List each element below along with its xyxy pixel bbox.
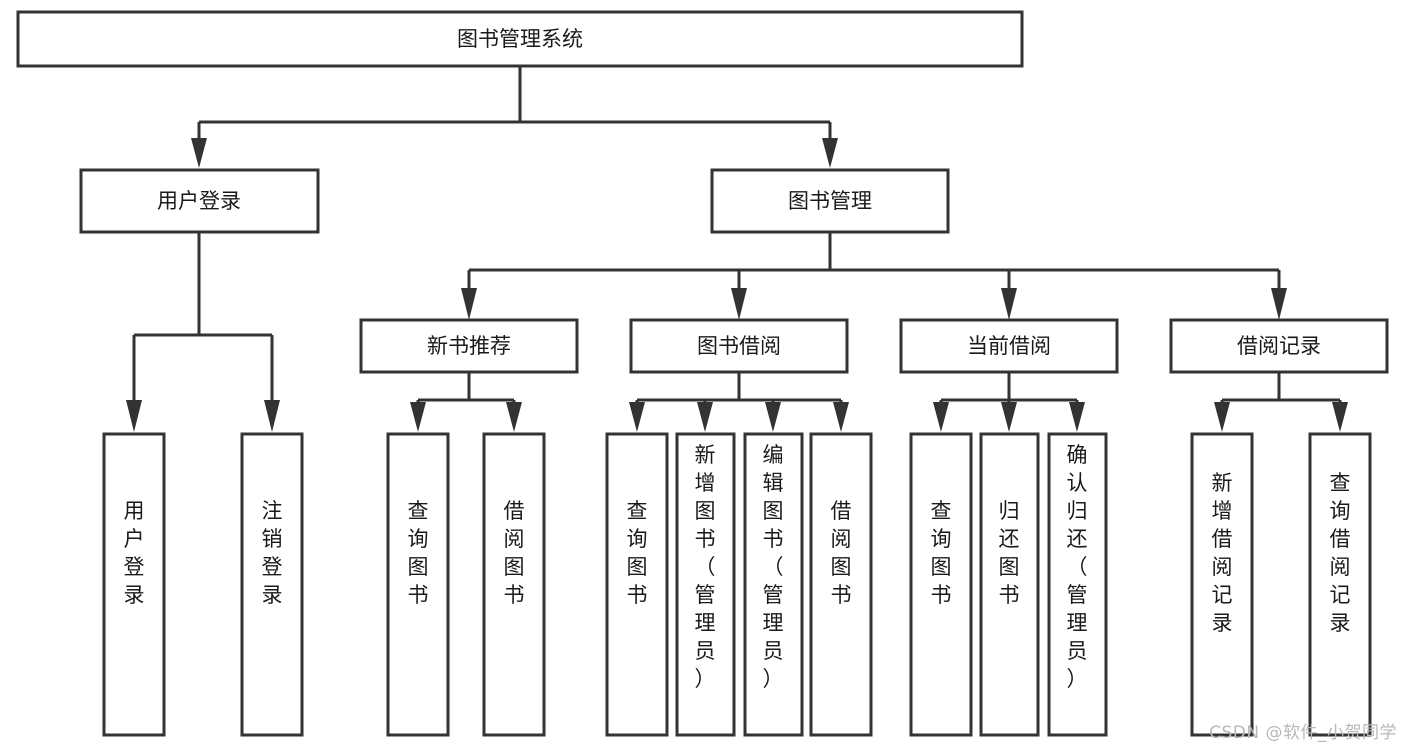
node-leaf-borrow-book-2-box[interactable] [809,432,873,737]
node-root-box[interactable] [16,10,1024,68]
node-leaf-add-book[interactable]: 新增图书（管理员） [675,432,736,737]
node-leaf-query-book-3[interactable]: 查询图书 [909,432,973,737]
arrow-head-leaf-confirm-return [1069,402,1085,432]
arrow-head-leaf-edit-book [765,402,781,432]
arrow-head-leaf-query-book-1 [410,402,426,432]
node-leaf-return-book-label: 归还图书 [999,499,1020,607]
node-leaf-user-login-label: 用户登录 [124,499,145,607]
node-leaf-query-book-2[interactable]: 查询图书 [605,432,669,737]
node-current-borrow-box[interactable] [899,318,1119,374]
node-leaf-logout-login-label: 注销登录 [262,499,283,607]
arrow-head-borrow-record [1271,288,1287,320]
node-borrow-record-box[interactable] [1169,318,1389,374]
node-leaf-query-borrow-record-label: 查询借阅记录 [1330,471,1351,635]
arrow-head-user-login [191,138,207,168]
node-leaf-add-borrow-record-box[interactable] [1190,432,1254,737]
node-new-book-recommend[interactable]: 新书推荐 [359,318,579,374]
node-book-manage-box[interactable] [710,168,950,234]
node-leaf-user-login[interactable]: 用户登录 [102,432,166,737]
node-leaf-query-book-2-label: 查询图书 [627,499,648,607]
node-leaf-add-book-label: 新增图书（管理员） [695,443,716,691]
arrow-head-leaf-return-book [1001,402,1017,432]
node-leaf-edit-book-label: 编辑图书（管理员） [763,443,784,691]
node-user-login-box[interactable] [79,168,320,234]
node-leaf-borrow-book-1-label: 借阅图书 [504,499,525,607]
arrow-head-leaf-query-book-3 [933,402,949,432]
arrow-head-current-borrow [1001,288,1017,320]
node-leaf-edit-book[interactable]: 编辑图书（管理员） [743,432,804,737]
node-leaf-query-book-1-box[interactable] [386,432,450,737]
node-user-login-label: 用户登录 [157,189,241,213]
node-leaf-query-borrow-record-box[interactable] [1308,432,1372,737]
node-leaf-add-book-box[interactable] [675,432,736,737]
arrow-head-leaf-add-borrow-record [1214,402,1230,432]
node-leaf-logout-login-box[interactable] [240,432,304,737]
node-leaf-query-book-2-box[interactable] [605,432,669,737]
node-leaf-confirm-return-box[interactable] [1047,432,1108,737]
arrow-head-leaf-borrow-book-1 [506,402,522,432]
node-user-login[interactable]: 用户登录 [79,168,320,234]
node-current-borrow-label: 当前借阅 [967,334,1051,358]
node-borrow-record-label: 借阅记录 [1237,334,1321,358]
node-leaf-borrow-book-1[interactable]: 借阅图书 [482,432,546,737]
node-leaf-return-book[interactable]: 归还图书 [979,432,1040,737]
arrow-head-leaf-logout-login [264,400,280,432]
node-leaf-add-borrow-record[interactable]: 新增借阅记录 [1190,432,1254,737]
connector-layer [126,66,1348,432]
arrow-head-book-manage [822,138,838,168]
node-leaf-query-borrow-record[interactable]: 查询借阅记录 [1308,432,1372,737]
node-root-label: 图书管理系统 [457,27,583,51]
arrow-head-book-borrow [731,288,747,320]
node-leaf-logout-login[interactable]: 注销登录 [240,432,304,737]
node-book-borrow[interactable]: 图书借阅 [629,318,849,374]
node-leaf-query-book-3-label: 查询图书 [931,499,952,607]
node-leaf-query-book-1[interactable]: 查询图书 [386,432,450,737]
node-leaf-query-book-1-label: 查询图书 [408,499,429,607]
arrow-head-leaf-query-borrow-record [1332,402,1348,432]
node-root[interactable]: 图书管理系统 [16,10,1024,68]
node-book-manage-label: 图书管理 [788,189,872,213]
arrow-head-leaf-borrow-book-2 [833,402,849,432]
node-book-borrow-box[interactable] [629,318,849,374]
node-leaf-borrow-book-1-box[interactable] [482,432,546,737]
arrow-head-leaf-user-login [126,400,142,432]
node-book-manage[interactable]: 图书管理 [710,168,950,234]
node-new-book-recommend-box[interactable] [359,318,579,374]
node-leaf-confirm-return[interactable]: 确认归还（管理员） [1047,432,1108,737]
node-new-book-recommend-label: 新书推荐 [427,334,511,358]
arrow-head-leaf-add-book [697,402,713,432]
node-leaf-borrow-book-2-label: 借阅图书 [831,499,852,607]
node-borrow-record[interactable]: 借阅记录 [1169,318,1389,374]
node-leaf-confirm-return-label: 确认归还（管理员） [1067,443,1088,691]
node-leaf-borrow-book-2[interactable]: 借阅图书 [809,432,873,737]
arrow-head-new-book-recommend [461,288,477,320]
arrow-head-leaf-query-book-2 [629,402,645,432]
node-current-borrow[interactable]: 当前借阅 [899,318,1119,374]
node-leaf-add-borrow-record-label: 新增借阅记录 [1212,471,1233,635]
node-leaf-edit-book-box[interactable] [743,432,804,737]
node-leaf-query-book-3-box[interactable] [909,432,973,737]
node-book-borrow-label: 图书借阅 [697,334,781,358]
node-leaf-return-book-box[interactable] [979,432,1040,737]
node-leaf-user-login-box[interactable] [102,432,166,737]
